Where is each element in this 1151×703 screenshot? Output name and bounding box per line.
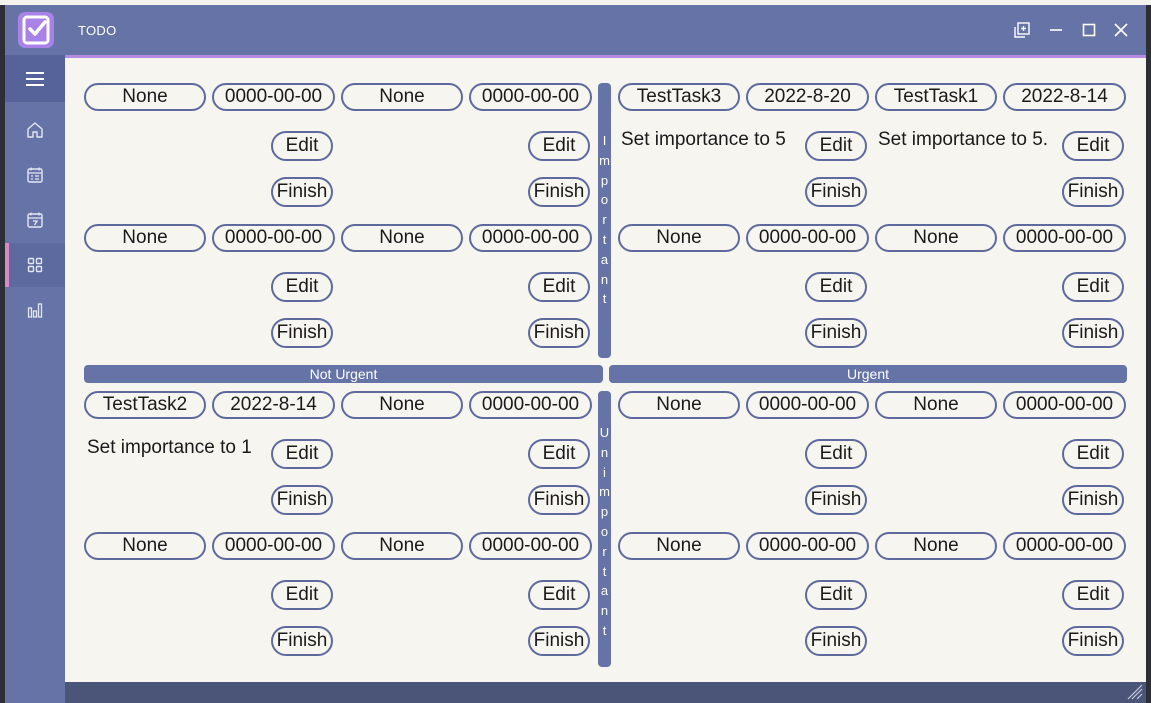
task-date-field[interactable]: 0000-00-00 [469, 83, 592, 111]
title-bar[interactable]: TODO [5, 5, 1146, 58]
edit-button[interactable]: Edit [1062, 439, 1124, 469]
calendar-list-icon [27, 167, 43, 183]
finish-button[interactable]: Finish [805, 177, 867, 207]
sidebar [5, 55, 65, 703]
not-urgent-axis-label: Not Urgent [84, 365, 603, 383]
task-date-field[interactable]: 0000-00-00 [469, 532, 592, 560]
sidebar-item-home[interactable] [5, 108, 65, 152]
title-accent-line [65, 55, 1146, 58]
task-date-field[interactable]: 0000-00-00 [746, 224, 869, 252]
hamburger-icon [26, 71, 44, 86]
finish-button[interactable]: Finish [271, 485, 333, 515]
task-name-field[interactable]: TestTask2 [84, 391, 206, 419]
edit-button[interactable]: Edit [1062, 580, 1124, 610]
task-description: Set importance to 5. [878, 129, 1049, 150]
task-name-field[interactable]: None [875, 224, 997, 252]
edit-button[interactable]: Edit [271, 439, 333, 469]
task-name-field[interactable]: None [84, 83, 206, 111]
home-icon [27, 122, 43, 138]
snap-window-icon[interactable] [1011, 19, 1033, 41]
task-date-field[interactable]: 0000-00-00 [469, 391, 592, 419]
status-bar [65, 682, 1146, 703]
finish-button[interactable]: Finish [528, 318, 590, 348]
app-logo-icon [18, 12, 54, 48]
edit-button[interactable]: Edit [805, 439, 867, 469]
edit-button[interactable]: Edit [271, 131, 333, 161]
task-name-field[interactable]: None [341, 224, 463, 252]
edit-button[interactable]: Edit [271, 580, 333, 610]
edit-button[interactable]: Edit [528, 272, 590, 302]
finish-button[interactable]: Finish [1062, 318, 1124, 348]
task-description: Set importance to 5 [621, 129, 786, 150]
task-name-field[interactable]: None [618, 532, 740, 560]
edit-button[interactable]: Edit [1062, 131, 1124, 161]
resize-grip-icon [1127, 684, 1143, 700]
window-title: TODO [78, 23, 117, 38]
edit-button[interactable]: Edit [805, 580, 867, 610]
edit-button[interactable]: Edit [528, 439, 590, 469]
task-date-field[interactable]: 0000-00-00 [212, 83, 335, 111]
finish-button[interactable]: Finish [1062, 485, 1124, 515]
edit-button[interactable]: Edit [271, 272, 333, 302]
task-name-field[interactable]: None [875, 391, 997, 419]
task-description: Set importance to 1 [87, 437, 252, 458]
sidebar-item-tasks[interactable] [5, 153, 65, 197]
finish-button[interactable]: Finish [805, 485, 867, 515]
background-editor: 164error task in task1. [0, 0, 1151, 5]
task-date-field[interactable]: 2022-8-14 [1003, 83, 1126, 111]
urgent-axis-label: Urgent [609, 365, 1127, 383]
calendar-day-icon [27, 212, 43, 228]
maximize-icon[interactable] [1078, 19, 1100, 41]
todo-window: TODO N [5, 5, 1146, 703]
finish-button[interactable]: Finish [271, 626, 333, 656]
finish-button[interactable]: Finish [805, 318, 867, 348]
edit-button[interactable]: Edit [1062, 272, 1124, 302]
menu-toggle-button[interactable] [5, 55, 65, 102]
task-name-field[interactable]: None [875, 532, 997, 560]
task-name-field[interactable]: None [618, 224, 740, 252]
finish-button[interactable]: Finish [271, 318, 333, 348]
task-date-field[interactable]: 0000-00-00 [746, 391, 869, 419]
task-name-field[interactable]: None [84, 532, 206, 560]
grid-icon [27, 257, 43, 273]
task-date-field[interactable]: 2022-8-20 [746, 83, 869, 111]
finish-button[interactable]: Finish [528, 626, 590, 656]
edit-button[interactable]: Edit [805, 272, 867, 302]
task-name-field[interactable]: TestTask1 [875, 83, 997, 111]
finish-button[interactable]: Finish [1062, 177, 1124, 207]
task-date-field[interactable]: 0000-00-00 [469, 224, 592, 252]
task-date-field[interactable]: 0000-00-00 [1003, 224, 1126, 252]
task-date-field[interactable]: 0000-00-00 [746, 532, 869, 560]
finish-button[interactable]: Finish [528, 177, 590, 207]
finish-button[interactable]: Finish [271, 177, 333, 207]
bar-chart-icon [27, 303, 43, 318]
task-date-field[interactable]: 2022-8-14 [212, 391, 335, 419]
edit-button[interactable]: Edit [805, 131, 867, 161]
finish-button[interactable]: Finish [1062, 626, 1124, 656]
task-name-field[interactable]: None [341, 83, 463, 111]
task-date-field[interactable]: 0000-00-00 [212, 532, 335, 560]
edit-button[interactable]: Edit [528, 580, 590, 610]
sidebar-item-stats[interactable] [5, 288, 65, 332]
edit-button[interactable]: Edit [528, 131, 590, 161]
close-icon[interactable] [1110, 19, 1132, 41]
task-date-field[interactable]: 0000-00-00 [212, 224, 335, 252]
finish-button[interactable]: Finish [805, 626, 867, 656]
task-name-field[interactable]: None [341, 391, 463, 419]
sidebar-item-matrix[interactable] [5, 243, 65, 287]
task-name-field[interactable]: None [618, 391, 740, 419]
task-name-field[interactable]: TestTask3 [618, 83, 740, 111]
task-date-field[interactable]: 0000-00-00 [1003, 391, 1126, 419]
finish-button[interactable]: Finish [528, 485, 590, 515]
minimize-icon[interactable] [1045, 19, 1067, 41]
task-name-field[interactable]: None [84, 224, 206, 252]
task-date-field[interactable]: 0000-00-00 [1003, 532, 1126, 560]
sidebar-item-calendar[interactable] [5, 198, 65, 242]
task-name-field[interactable]: None [341, 532, 463, 560]
